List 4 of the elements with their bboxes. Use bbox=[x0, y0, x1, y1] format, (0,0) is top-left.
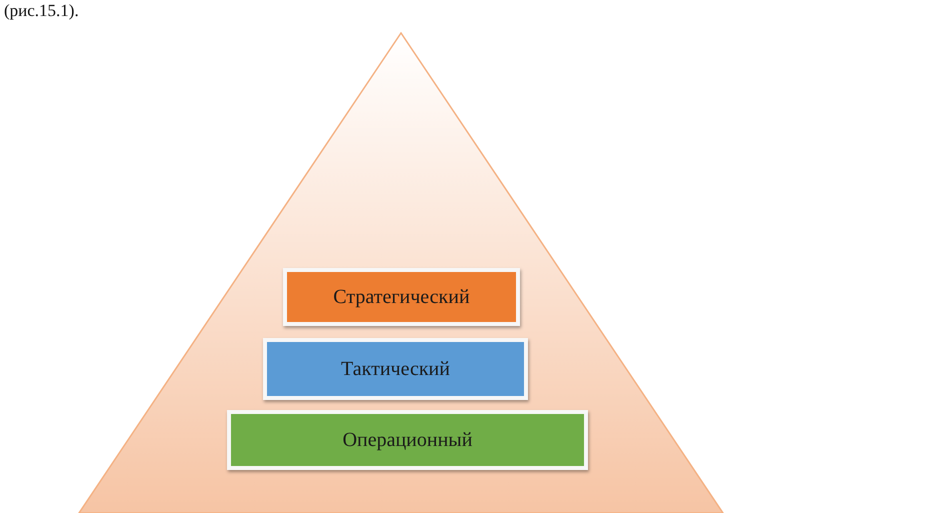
level-box: Тактический bbox=[263, 338, 528, 400]
level-box: Стратегический bbox=[283, 268, 520, 326]
figure-reference: (рис.15.1). bbox=[4, 1, 79, 21]
level-box: Операционный bbox=[227, 410, 588, 470]
